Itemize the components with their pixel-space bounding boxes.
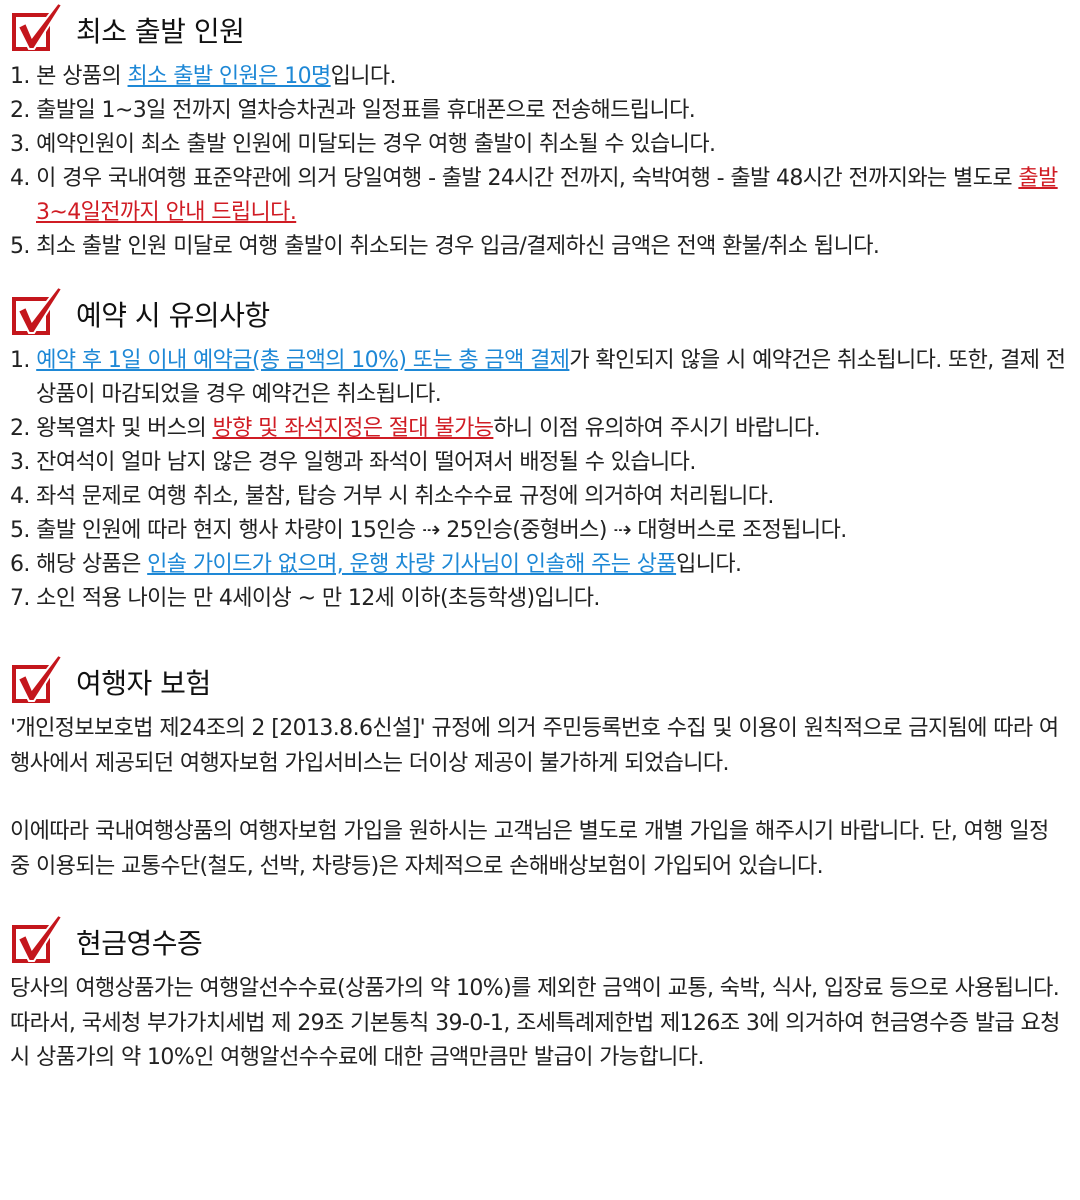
- text: 4. 좌석 문제로 여행 취소, 불참, 탑승 거부 시 취소수수료 규정에 의…: [10, 484, 774, 509]
- text: 2. 출발일 1~3일 전까지 열차승차권과 일정표를 휴대폰으로 전송해드립니…: [10, 98, 696, 123]
- highlight-text-blue: 최소 출발 인원은 10명: [127, 64, 332, 89]
- section-title: 여행자 보험: [76, 667, 211, 700]
- highlight-text-blue: 예약 후 1일 이내 예약금(총 금액의 10%) 또는 총 금액 결제: [36, 348, 570, 373]
- checkbox-check-icon: [10, 1, 68, 59]
- text: 1.: [10, 348, 37, 373]
- list-item: 7. 소인 적용 나이는 만 4세이상 ~ 만 12세 이하(초등학생)입니다.: [10, 582, 1074, 616]
- text: 5. 최소 출발 인원 미달로 여행 출발이 취소되는 경우 입금/결제하신 금…: [10, 234, 880, 259]
- list-item: 2. 출발일 1~3일 전까지 열차승차권과 일정표를 휴대폰으로 전송해드립니…: [10, 94, 1074, 128]
- text: 하니 이점 유의하여 주시기 바랍니다.: [493, 416, 820, 441]
- list-item: 3. 예약인원이 최소 출발 인원에 미달되는 경우 여행 출발이 취소될 수 …: [10, 128, 1074, 162]
- highlight-text-blue: 인솔 가이드가 없으며, 운행 차량 기사님이 인솔해 주는 상품: [147, 552, 677, 577]
- paragraph: '개인정보보호법 제24조의 2 [2013.8.6신설]' 규정에 의거 주민…: [10, 712, 1074, 781]
- paragraphs: 당사의 여행상품가는 여행알선수수료(상품가의 약 10%)를 제외한 금액이 …: [10, 972, 1074, 1076]
- text: 입니다.: [330, 64, 397, 89]
- section-reservation-notes: 예약 시 유의사항 1. 예약 후 1일 이내 예약금(총 금액의 10%) 또는…: [10, 284, 1074, 616]
- checkbox-check-icon: [10, 653, 68, 711]
- text: 1. 본 상품의: [10, 64, 128, 89]
- list-item: 5. 출발 인원에 따라 현지 행사 차량이 15인승 ⇢ 25인승(중형버스)…: [10, 514, 1074, 548]
- section-min-departure: 최소 출발 인원 1. 본 상품의 최소 출발 인원은 10명입니다. 2. 출발일…: [10, 0, 1074, 264]
- section-travel-insurance: 여행자 보험 '개인정보보호법 제24조의 2 [2013.8.6신설]' 규정에…: [10, 652, 1074, 884]
- list-item: 2. 왕복열차 및 버스의 방향 및 좌석지정은 절대 불가능하니 이점 유의하…: [10, 412, 1074, 446]
- checkbox-check-icon: [10, 913, 68, 971]
- section-heading: 최소 출발 인원: [10, 0, 1074, 60]
- list-item: 1. 예약 후 1일 이내 예약금(총 금액의 10%) 또는 총 금액 결제가…: [10, 344, 1074, 412]
- numbered-list: 1. 본 상품의 최소 출발 인원은 10명입니다. 2. 출발일 1~3일 전까…: [10, 60, 1074, 264]
- paragraph: 당사의 여행상품가는 여행알선수수료(상품가의 약 10%)를 제외한 금액이 …: [10, 972, 1074, 1076]
- text: 가 확인되지 않을 시 예약건은 취소됩니다. 또한, 결제 전 상품이 마감되…: [36, 348, 1066, 407]
- section-heading: 예약 시 유의사항: [10, 284, 1074, 344]
- section-heading: 여행자 보험: [10, 652, 1074, 712]
- numbered-list: 1. 예약 후 1일 이내 예약금(총 금액의 10%) 또는 총 금액 결제가…: [10, 344, 1074, 616]
- list-item: 4. 좌석 문제로 여행 취소, 불참, 탑승 거부 시 취소수수료 규정에 의…: [10, 480, 1074, 514]
- paragraphs: '개인정보보호법 제24조의 2 [2013.8.6신설]' 규정에 의거 주민…: [10, 712, 1074, 884]
- text: 2. 왕복열차 및 버스의: [10, 416, 213, 441]
- highlight-text-red: 방향 및 좌석지정은 절대 불가능: [212, 416, 494, 441]
- list-item: 3. 잔여석이 얼마 남지 않은 경우 일행과 좌석이 떨어져서 배정될 수 있…: [10, 446, 1074, 480]
- text: 4. 이 경우 국내여행 표준약관에 의거 당일여행 - 출발 24시간 전까지…: [10, 166, 1019, 191]
- text: 입니다.: [676, 552, 742, 577]
- text: 이에따라 국내여행상품의 여행자보험 가입을 원하시는 고객님은 별도로 개별 …: [10, 819, 1049, 879]
- text: 당사의 여행상품가는 여행알선수수료(상품가의 약 10%)를 제외한 금액이 …: [10, 976, 1060, 1070]
- list-item: 4. 이 경우 국내여행 표준약관에 의거 당일여행 - 출발 24시간 전까지…: [10, 162, 1074, 230]
- list-item: 5. 최소 출발 인원 미달로 여행 출발이 취소되는 경우 입금/결제하신 금…: [10, 230, 1074, 264]
- text: 7. 소인 적용 나이는 만 4세이상 ~ 만 12세 이하(초등학생)입니다.: [10, 586, 600, 611]
- text: 3. 예약인원이 최소 출발 인원에 미달되는 경우 여행 출발이 취소될 수 …: [10, 132, 716, 157]
- paragraph: 이에따라 국내여행상품의 여행자보험 가입을 원하시는 고객님은 별도로 개별 …: [10, 815, 1074, 884]
- section-heading: 현금영수증: [10, 912, 1074, 972]
- highlight-text-red: 출발 3~4일전까지 안내 드립니다.: [36, 166, 1058, 225]
- section-title: 예약 시 유의사항: [76, 299, 270, 332]
- list-item: 6. 해당 상품은 인솔 가이드가 없으며, 운행 차량 기사님이 인솔해 주는…: [10, 548, 1074, 582]
- text: 6. 해당 상품은: [10, 552, 148, 577]
- text: 5. 출발 인원에 따라 현지 행사 차량이 15인승 ⇢ 25인승(중형버스)…: [10, 518, 847, 543]
- text: '개인정보보호법 제24조의 2 [2013.8.6신설]' 규정에 의거 주민…: [10, 716, 1059, 776]
- text: 3. 잔여석이 얼마 남지 않은 경우 일행과 좌석이 떨어져서 배정될 수 있…: [10, 450, 696, 475]
- list-item: 1. 본 상품의 최소 출발 인원은 10명입니다.: [10, 60, 1074, 94]
- section-title: 최소 출발 인원: [76, 15, 245, 48]
- section-title: 현금영수증: [76, 927, 203, 960]
- checkbox-check-icon: [10, 285, 68, 343]
